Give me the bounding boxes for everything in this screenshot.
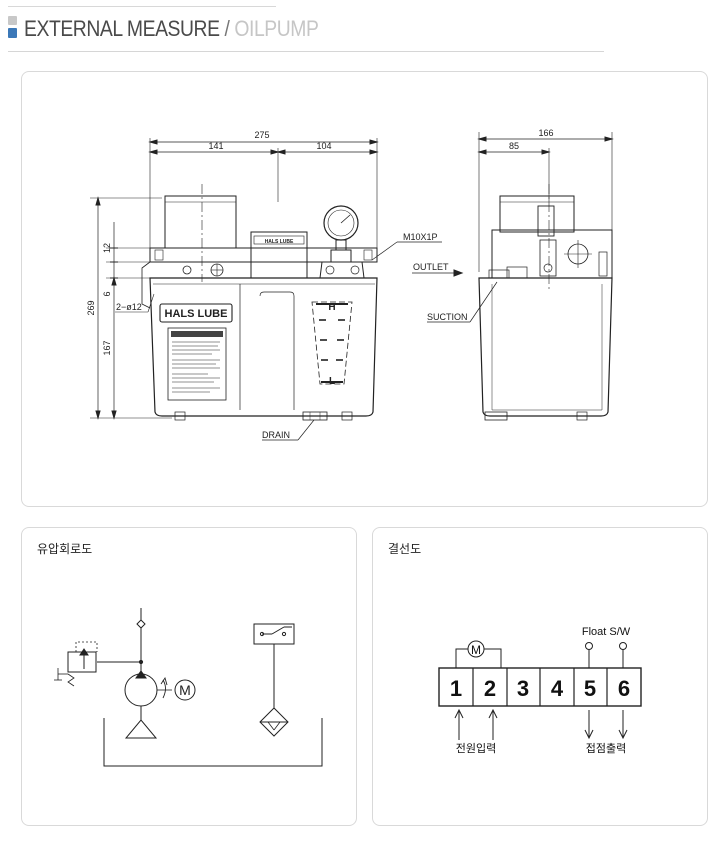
- dimension-drawing: 275 141 104 269 12 6 167 2−ø12 HALS LUBE…: [22, 72, 709, 508]
- terminal-2: 2: [484, 676, 496, 701]
- dim-front-width-total: 275: [254, 130, 269, 140]
- dim-side-width-partial: 85: [509, 141, 519, 151]
- page-title: EXTERNAL MEASURE / OILPUMP: [24, 14, 318, 44]
- hydraulic-circuit-panel: 유압회로도: [21, 527, 357, 826]
- terminal-3: 3: [517, 676, 529, 701]
- terminal-4: 4: [551, 676, 564, 701]
- contact-output-label: 접점출력: [586, 742, 626, 755]
- dim-front-height-upper: 12: [102, 243, 112, 253]
- header-top-rule: [8, 6, 276, 7]
- title-main: EXTERNAL MEASURE: [24, 16, 220, 41]
- wiring-diagram-panel: 결선도: [372, 527, 708, 826]
- dim-side-width-total: 166: [538, 128, 553, 138]
- dim-front-height-total: 269: [86, 300, 96, 315]
- drain-label: DRAIN: [262, 430, 290, 440]
- header-underline: [8, 51, 604, 52]
- dim-front-width-left: 141: [208, 141, 223, 151]
- suction-label: SUCTION: [427, 312, 468, 322]
- float-switch-label: Float S/W: [582, 626, 631, 638]
- nameplate-label: HALS LUBE: [265, 239, 294, 245]
- terminal-1: 1: [450, 676, 462, 701]
- dim-front-width-right: 104: [316, 141, 331, 151]
- power-input-label: 전원입력: [456, 742, 496, 755]
- circuit-motor-symbol: M: [179, 682, 191, 698]
- dimension-drawing-panel: 275 141 104 269 12 6 167 2−ø12 HALS LUBE…: [21, 71, 708, 507]
- level-high-label: H: [328, 302, 335, 313]
- hole-spec-label: 2−ø12: [116, 302, 142, 312]
- hydraulic-circuit-diagram: M: [22, 528, 358, 827]
- level-low-label: L: [329, 376, 335, 387]
- section-header: EXTERNAL MEASURE / OILPUMP: [8, 14, 359, 48]
- wiring-diagram: M Float S/W 1 2 3 4 5 6 전원입력 접점출력: [373, 528, 709, 827]
- wiring-motor-symbol: M: [471, 643, 481, 657]
- dim-front-height-lower: 167: [102, 340, 112, 355]
- terminal-5: 5: [584, 676, 596, 701]
- thread-label: M10X1P: [403, 232, 438, 242]
- outlet-label: OUTLET: [413, 262, 449, 272]
- dim-front-height-mid: 6: [102, 291, 112, 296]
- title-sub: OILPUMP: [234, 16, 318, 41]
- brand-plate-label: HALS LUBE: [165, 308, 228, 320]
- title-separator: /: [220, 16, 235, 41]
- bullet-icon: [8, 14, 18, 42]
- terminal-6: 6: [618, 676, 630, 701]
